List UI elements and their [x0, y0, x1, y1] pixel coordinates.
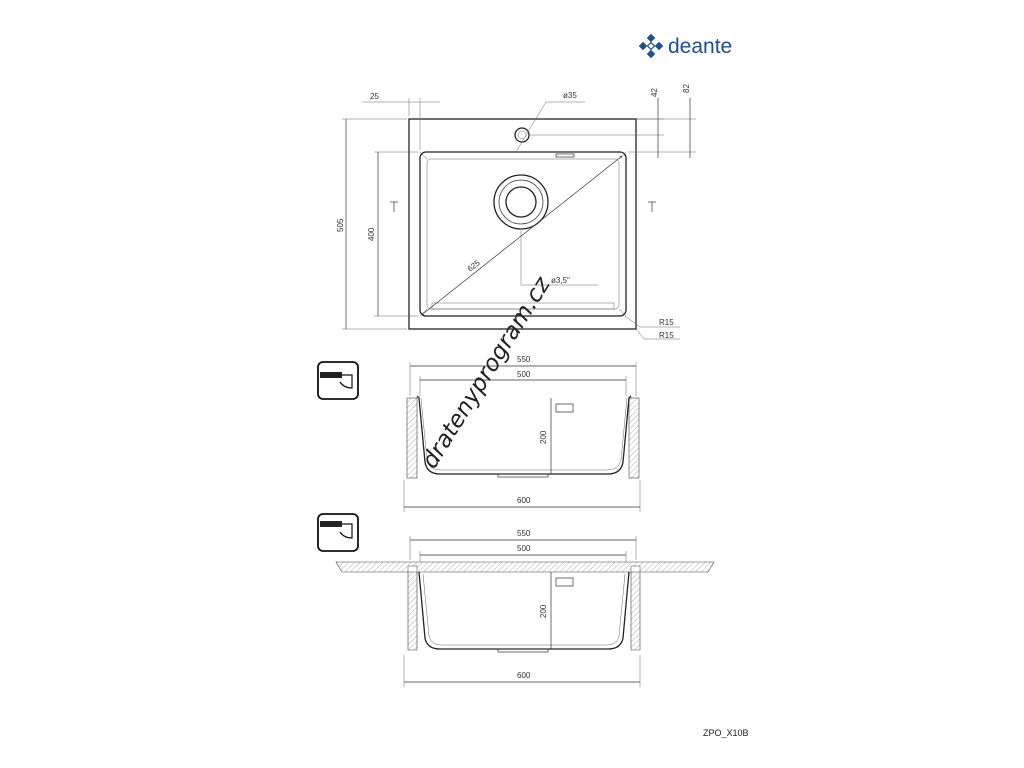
- dim-500: 500: [517, 544, 531, 553]
- dim-drain-size: ø3,5": [551, 276, 570, 285]
- dim-tap-hole: ø35: [563, 91, 577, 100]
- dim-550: 550: [517, 529, 531, 538]
- dim-500: 500: [517, 370, 531, 379]
- dim-depth: 200: [539, 430, 548, 444]
- dim-600: 600: [517, 496, 531, 505]
- bowl-outline: [419, 151, 627, 317]
- dim-radius-2: R15: [659, 331, 674, 340]
- drawing-code: ZPO_X10B: [703, 728, 749, 738]
- dim-42: 42: [650, 88, 659, 97]
- dim-depth: 200: [539, 604, 548, 618]
- dim-radius-1: R15: [659, 318, 674, 327]
- dim-600: 600: [517, 671, 531, 680]
- top-view: 625 ø3,5" ø35 25 505 400 42: [336, 84, 696, 340]
- section-2: 550 500 200 600: [317, 513, 715, 687]
- dim-82: 82: [682, 84, 691, 93]
- undermount-mount-icon: [317, 361, 359, 400]
- outer-rim: [408, 118, 637, 330]
- dim-diagonal: 625: [466, 258, 482, 274]
- flush-mount-icon: [317, 513, 359, 552]
- deante-logo-icon: [638, 33, 664, 59]
- dim-550: 550: [517, 355, 531, 364]
- tap-hole: [514, 127, 530, 143]
- brand-name: deante: [668, 35, 732, 58]
- dim-height-inner: 400: [367, 227, 376, 241]
- dim-height-outer: 505: [336, 218, 345, 232]
- dim-margin-left: 25: [370, 92, 379, 101]
- overflow-slot: [555, 153, 575, 158]
- brand-logo: deante: [638, 33, 732, 59]
- section-1: 550 500 200 600: [317, 355, 641, 512]
